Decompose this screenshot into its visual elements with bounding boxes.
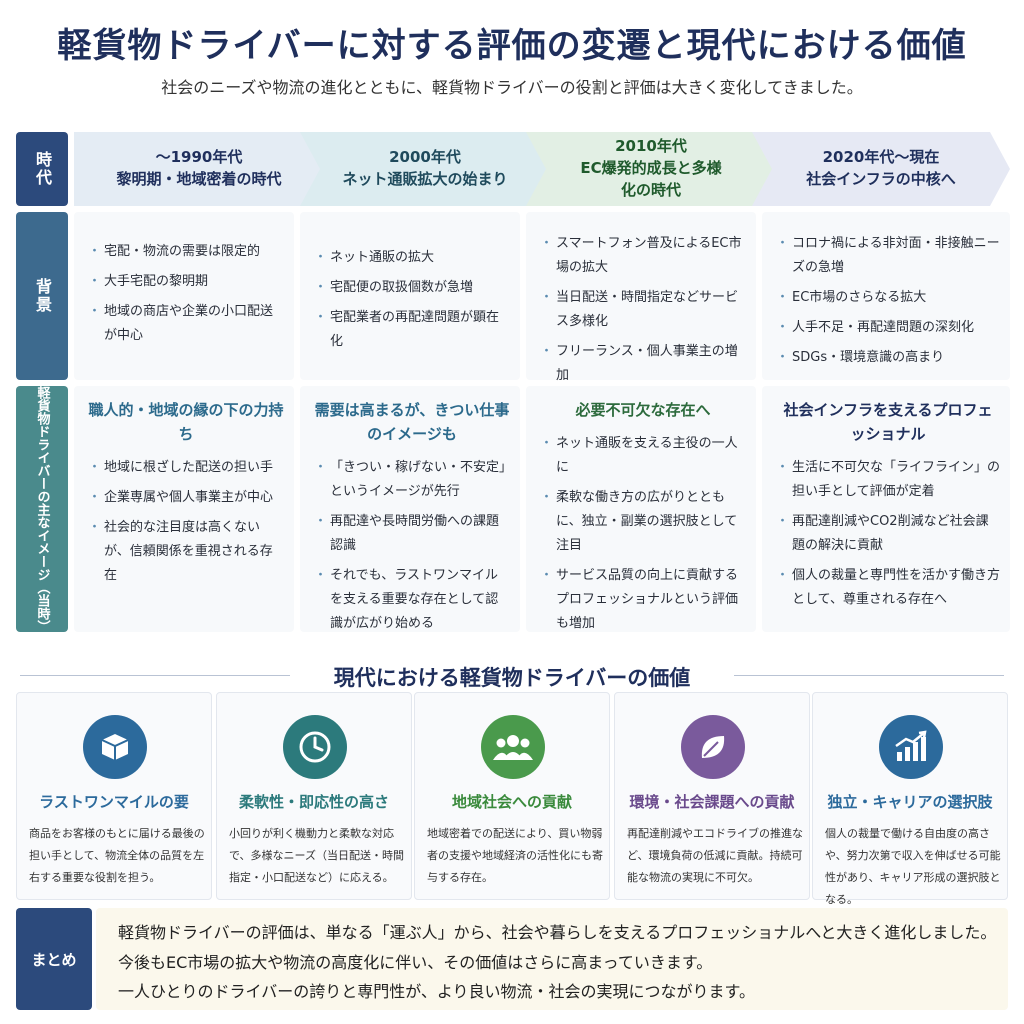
clock-icon (283, 715, 347, 779)
row-label-background: 背景 (16, 212, 68, 380)
value-desc: 地域密着での配送により、買い物弱者の支援や地域経済の活性化にも寄与する存在。 (427, 827, 603, 884)
image-heading: 必要不可欠な存在へ (575, 401, 711, 419)
divider (20, 675, 290, 676)
value-desc: 再配達削減やエコドライブの推進など、環境負荷の低減に貢献。持続可能な物流の実現に… (627, 827, 803, 884)
list-item: ネット通販の拡大 (314, 246, 510, 270)
list-item: 宅配・物流の需要は限定的 (88, 240, 284, 264)
list-item: 再配達削減やCO2削減など社会課題の解決に貢献 (776, 510, 1000, 558)
background-cell: 宅配・物流の需要は限定的 大手宅配の黎明期 地域の商店や企業の小口配送が中心 (74, 212, 294, 380)
row-label-era: 時代 (16, 132, 68, 206)
list-item: ネット通販を支える主役の一人に (540, 432, 746, 480)
summary-line: 一人ひとりのドライバーの誇りと専門性が、より良い物流・社会の実現につながります。 (118, 982, 755, 1002)
era-period: 〜1990年代 (155, 148, 243, 167)
image-heading: 需要は高まるが、きつい仕事のイメージも (314, 401, 510, 443)
image-cell: 需要は高まるが、きつい仕事のイメージも 「きつい・稼げない・不安定」というイメー… (300, 386, 520, 632)
divider (734, 675, 1004, 676)
page-subtitle: 社会のニーズや物流の進化とともに、軽貨物ドライバーの役割と評価は大きく変化してき… (161, 78, 863, 97)
value-card: 柔軟性・即応性の高さ 小回りが利く機動力と柔軟な対応で、多様なニーズ（当日配送・… (216, 692, 412, 900)
summary-box: 軽貨物ドライバーの評価は、単なる「運ぶ人」から、社会や暮らしを支えるプロフェッシ… (96, 908, 1008, 1010)
background-cell: ネット通販の拡大 宅配便の取扱個数が急増 宅配業者の再配達問題が顕在化 (300, 212, 520, 380)
image-cell: 必要不可欠な存在へ ネット通販を支える主役の一人に 柔軟な働き方の広がりとともに… (526, 386, 756, 632)
background-cell: スマートフォン普及によるEC市場の拡大 当日配送・時間指定などサービス多様化 フ… (526, 212, 756, 383)
list-item: 宅配業者の再配達問題が顕在化 (314, 306, 510, 354)
list-item: 人手不足・再配達問題の深刻化 (776, 316, 1000, 340)
value-desc: 小回りが利く機動力と柔軟な対応で、多様なニーズ（当日配送・時間指定・小口配送など… (229, 827, 405, 884)
era-name: EC爆発的成長と多様化の時代 (580, 159, 722, 199)
box-icon (83, 715, 147, 779)
value-title: 地域社会への貢献 (451, 793, 572, 811)
list-item: 柔軟な働き方の広がりとともに、独立・副業の選択肢として注目 (540, 486, 746, 558)
era-header: 2010年代 EC爆発的成長と多様化の時代 (526, 132, 776, 206)
value-desc: 個人の裁量で働ける自由度の高さや、努力次第で収入を伸ばせる可能性があり、キャリア… (825, 827, 1001, 906)
image-cell: 職人的・地域の縁の下の力持ち 地域に根ざした配送の担い手 企業専属や個人事業主が… (74, 386, 294, 632)
list-item: スマートフォン普及によるEC市場の拡大 (540, 232, 746, 280)
list-item: 企業専属や個人事業主が中心 (88, 486, 284, 510)
era-period: 2000年代 (389, 148, 461, 167)
list-item: 大手宅配の黎明期 (88, 270, 284, 294)
list-item: 個人の裁量と専門性を活かす働き方として、尊重される存在へ (776, 564, 1000, 612)
list-item: フリーランス・個人事業主の増加 (540, 340, 746, 388)
era-name: 黎明期・地域密着の時代 (116, 170, 282, 188)
value-card: 独立・キャリアの選択肢 個人の裁量で働ける自由度の高さや、努力次第で収入を伸ばせ… (812, 692, 1008, 906)
list-item: EC市場のさらなる拡大 (776, 286, 1000, 310)
era-header: 〜1990年代 黎明期・地域密着の時代 (74, 132, 324, 206)
image-heading: 社会インフラを支えるプロフェッショナル (783, 401, 993, 443)
era-period: 2010年代 (615, 137, 687, 156)
list-item: サービス品質の向上に貢献するプロフェッショナルという評価も増加 (540, 564, 746, 636)
values-heading: 現代における軽貨物ドライバーの価値 (333, 666, 691, 690)
summary-line: 今後もEC市場の拡大や物流の高度化に伴い、その価値はさらに高まっていきます。 (118, 952, 713, 972)
value-title: ラストワンマイルの要 (39, 793, 189, 811)
value-title: 柔軟性・即応性の高さ (238, 793, 389, 811)
list-item: 地域に根ざした配送の担い手 (88, 456, 284, 480)
list-item: 再配達や長時間労働への課題認識 (314, 510, 510, 558)
value-desc: 商品をお客様のもとに届ける最後の担い手として、物流全体の品質を左右する重要な役割… (29, 827, 205, 884)
people-icon (481, 715, 545, 779)
page-title: 軽貨物ドライバーに対する評価の変遷と現代における価値 (57, 26, 967, 66)
value-title: 独立・キャリアの選択肢 (827, 793, 993, 811)
list-item: 生活に不可欠な「ライフライン」の担い手として評価が定着 (776, 456, 1000, 504)
value-card: 地域社会への貢献 地域密着での配送により、買い物弱者の支援や地域経済の活性化にも… (414, 692, 610, 900)
era-name: ネット通販拡大の始まり (342, 170, 508, 188)
image-cell: 社会インフラを支えるプロフェッショナル 生活に不可欠な「ライフライン」の担い手と… (762, 386, 1010, 632)
value-title: 環境・社会課題への貢献 (629, 793, 795, 811)
value-card: ラストワンマイルの要 商品をお客様のもとに届ける最後の担い手として、物流全体の品… (16, 692, 212, 900)
list-item: 地域の商店や企業の小口配送が中心 (88, 300, 284, 348)
list-item: コロナ禍による非対面・非接触ニーズの急増 (776, 232, 1000, 280)
list-item: SDGs・環境意識の高まり (776, 346, 1000, 370)
era-header: 2020年代〜現在 社会インフラの中核へ (752, 132, 1010, 206)
image-heading: 職人的・地域の縁の下の力持ち (88, 401, 284, 443)
growth-chart-icon (879, 715, 943, 779)
row-label-image: 軽貨物ドライバーの主なイメージ（当時） (16, 386, 68, 633)
list-item: それでも、ラストワンマイルを支える重要な存在として認識が広がり始める (314, 564, 510, 636)
leaf-icon (681, 715, 745, 779)
value-card: 環境・社会課題への貢献 再配達削減やエコドライブの推進など、環境負荷の低減に貢献… (614, 692, 810, 900)
background-cell: コロナ禍による非対面・非接触ニーズの急増 EC市場のさらなる拡大 人手不足・再配… (762, 212, 1010, 380)
list-item: 社会的な注目度は高くないが、信頼関係を重視される存在 (88, 516, 284, 588)
list-item: 「きつい・稼げない・不安定」というイメージが先行 (314, 456, 510, 504)
summary-line: 軽貨物ドライバーの評価は、単なる「運ぶ人」から、社会や暮らしを支えるプロフェッシ… (118, 923, 997, 942)
era-header: 2000年代 ネット通販拡大の始まり (300, 132, 550, 206)
list-item: 宅配便の取扱個数が急増 (314, 276, 510, 300)
summary-label: まとめ (16, 908, 92, 1010)
list-item: 当日配送・時間指定などサービス多様化 (540, 286, 746, 334)
era-period: 2020年代〜現在 (822, 148, 940, 167)
era-name: 社会インフラの中核へ (806, 170, 956, 188)
